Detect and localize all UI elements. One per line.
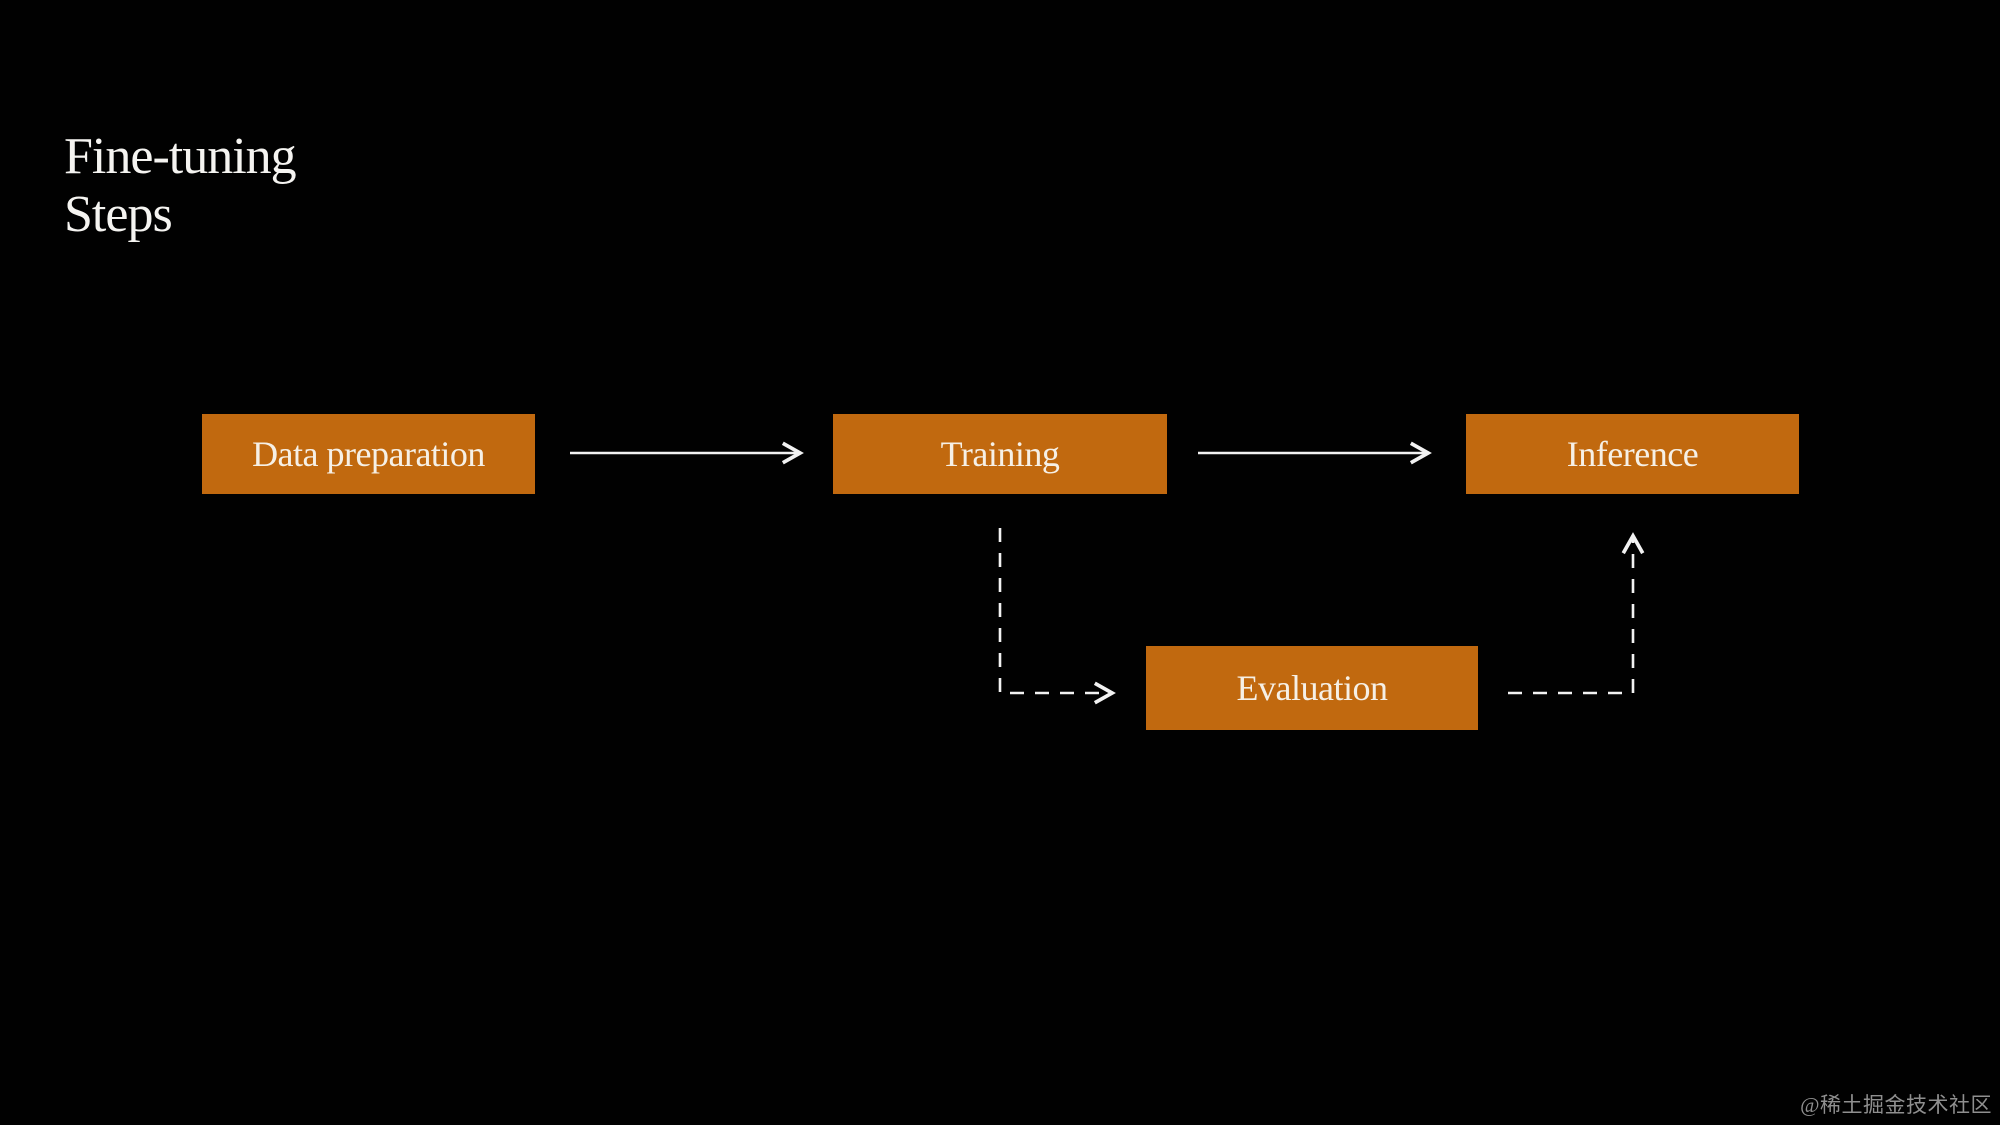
node-inference: Inference: [1466, 414, 1799, 494]
watermark: @稀土掘金技术社区: [1800, 1093, 1992, 1117]
node-evaluation: Evaluation: [1146, 646, 1478, 730]
page-title-line-2: Steps: [64, 186, 173, 243]
page-title: Fine-tuning Steps: [64, 128, 297, 244]
arrow-training-to-evaluation: [998, 528, 1116, 705]
node-training-label: Training: [940, 434, 1060, 474]
arrow-evaluation-to-inference: [1508, 532, 1645, 695]
node-training: Training: [833, 414, 1167, 494]
node-data-preparation-label: Data preparation: [252, 434, 485, 474]
node-data-preparation: Data preparation: [202, 414, 535, 494]
node-inference-label: Inference: [1566, 434, 1699, 474]
page-title-line-1: Fine-tuning: [64, 128, 297, 185]
node-evaluation-label: Evaluation: [1236, 668, 1388, 708]
